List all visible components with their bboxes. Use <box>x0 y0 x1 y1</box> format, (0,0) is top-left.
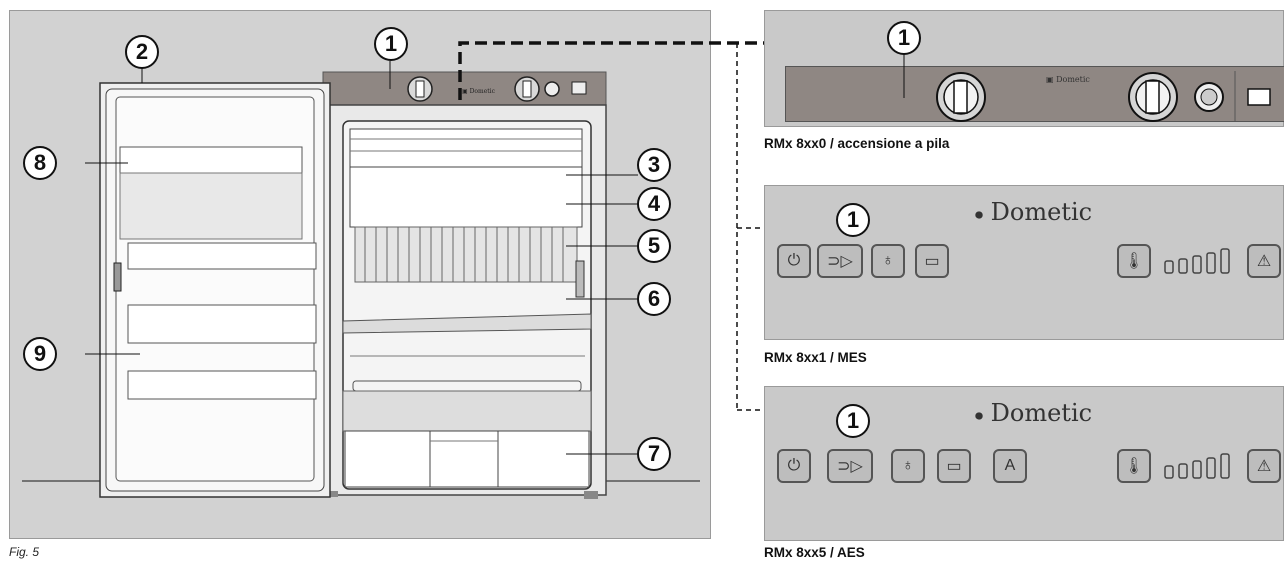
fridge-illustration: ▣ Dometic <box>10 11 712 540</box>
crisper-drawer <box>345 431 589 487</box>
cooling-fins <box>355 227 577 282</box>
variant-panel-aes: ⏺ Dometic 1 ⏻ ⊃▷ ♁ ▭ A 🌡 ⚠ <box>764 386 1284 541</box>
figure-label: Fig. 5 <box>9 545 39 559</box>
variant3-caption: RMx 8xx5 / AES <box>764 545 865 560</box>
switch-icon <box>1248 89 1270 105</box>
warning-icon: ⚠ <box>1247 449 1281 483</box>
temperature-level-bars <box>1163 244 1243 278</box>
control-switch <box>572 82 586 94</box>
callout-7: 7 <box>637 437 671 471</box>
thermometer-icon: 🌡 <box>1117 244 1151 278</box>
door-latch <box>114 263 121 291</box>
freezer-compartment <box>350 129 582 167</box>
thermometer-icon: 🌡 <box>1117 449 1151 483</box>
power-button-icon: ⏻ <box>777 244 811 278</box>
callout-3: 3 <box>637 148 671 182</box>
mains-plug-icon: ⊃▷ <box>817 244 863 278</box>
gas-flame-icon: ♁ <box>891 449 925 483</box>
auto-mode-button: A <box>993 449 1027 483</box>
callout-4: 4 <box>637 187 671 221</box>
callout-6: 6 <box>637 282 671 316</box>
door-shelf-top <box>120 147 302 173</box>
freezer-door <box>350 167 582 227</box>
control-button <box>545 82 559 96</box>
panel-brand-mark: ▣ Dometic <box>462 88 496 95</box>
battery-icon: ▭ <box>915 244 949 278</box>
variant-panel-battery-ignition: ▣ Dometic 1 <box>764 10 1284 127</box>
callout-8: 8 <box>23 146 57 180</box>
warning-icon: ⚠ <box>1247 244 1281 278</box>
brand-mark-icon: ⏺ <box>975 406 983 425</box>
callout-1-main: 1 <box>374 27 408 61</box>
brand-mark-icon: ⏺ <box>975 205 983 224</box>
power-button-icon: ⏻ <box>777 449 811 483</box>
variant-panel-mes: ⏺ Dometic 1 ⏻ ⊃▷ ♁ ▭ 🌡 ⚠ <box>764 185 1284 340</box>
thermostat-sensor <box>576 261 584 297</box>
brand-logo: ⏺ Dometic <box>975 399 1092 427</box>
variant1-caption: RMx 8xx0 / accensione a pila <box>764 136 949 151</box>
variant2-caption: RMx 8xx1 / MES <box>764 350 867 365</box>
fridge-diagram-panel: ▣ Dometic <box>9 10 711 539</box>
variant1-callout: 1 <box>887 21 921 55</box>
battery-icon: ▭ <box>937 449 971 483</box>
control-strip: ▣ Dometic <box>785 66 1284 122</box>
variant3-callout: 1 <box>836 404 870 438</box>
brand-logo-small: ▣ Dometic <box>1046 75 1090 84</box>
door-shelf-mid <box>128 243 316 269</box>
mains-plug-icon: ⊃▷ <box>827 449 873 483</box>
control-strip-art <box>786 67 1284 123</box>
temperature-level-bars <box>1163 449 1243 483</box>
callout-5: 5 <box>637 229 671 263</box>
callout-2: 2 <box>125 35 159 69</box>
gas-flame-icon: ♁ <box>871 244 905 278</box>
brand-logo: ⏺ Dometic <box>975 198 1092 226</box>
door-shelf-bottle <box>128 305 316 343</box>
variant2-callout: 1 <box>836 203 870 237</box>
callout-9: 9 <box>23 337 57 371</box>
